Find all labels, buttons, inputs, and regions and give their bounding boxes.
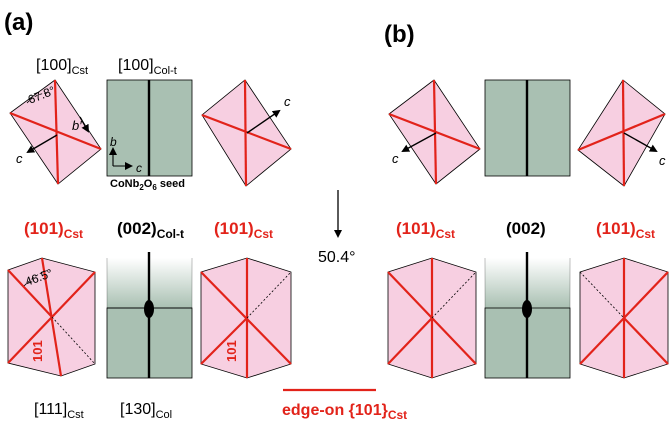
seed-bottom: [106, 252, 193, 379]
plane-101-right: 101: [224, 340, 239, 362]
crystal-top-right: c: [201, 79, 292, 187]
crystal-bottom-right: 101: [200, 257, 292, 379]
vec-c-a-left: c: [16, 151, 23, 166]
mid-left-plane-a: (101)Cst: [24, 219, 83, 241]
seed-b-top: [484, 79, 571, 177]
seed-top: b c CoNb2O6 seed: [106, 79, 193, 192]
bottom-mid-zone-label: [130]Col: [120, 401, 172, 421]
vec-c-b-left: c: [392, 151, 399, 166]
panel-b-label: (b): [384, 21, 415, 48]
mid-mid-plane-b: (002): [506, 219, 546, 238]
seed-label: CoNb2O6 seed: [110, 178, 185, 192]
crystal-bottom-left: 46.5° 101: [7, 257, 96, 377]
vec-b-prime: b′: [72, 118, 82, 133]
crystal-b-bottom-left: [387, 257, 477, 379]
panel-a-label: (a): [4, 9, 33, 36]
vec-c-b-right: c: [659, 153, 666, 168]
plane-101-left: 101: [30, 340, 45, 362]
mid-left-plane-b: (101)Cst: [396, 219, 455, 241]
mid-right-plane-a: (101)Cst: [214, 219, 273, 241]
seed-axis-c: c: [136, 161, 142, 175]
crystal-b-bottom-right: [579, 257, 669, 379]
top-mid-zone-label: [100]Col-t: [118, 57, 177, 77]
rotation-angle-label: 50.4°: [318, 249, 356, 266]
crystal-b-top-left: c: [388, 79, 481, 185]
vec-c-a-right: c: [284, 94, 291, 109]
mid-mid-plane-a: (002)Col-t: [117, 219, 184, 241]
seed-b-bottom: [484, 252, 571, 379]
mid-right-plane-b: (101)Cst: [596, 219, 655, 241]
top-left-zone-label: [100]Cst: [36, 57, 88, 77]
bottom-left-zone-label: [111]Cst: [34, 401, 84, 421]
crystal-top-left-shape: 67.8° c b′: [9, 79, 102, 185]
legend-label: edge-on {101}Cst: [282, 402, 407, 422]
crystal-b-top-right: c: [577, 79, 666, 187]
seed-axis-b: b: [110, 135, 117, 149]
